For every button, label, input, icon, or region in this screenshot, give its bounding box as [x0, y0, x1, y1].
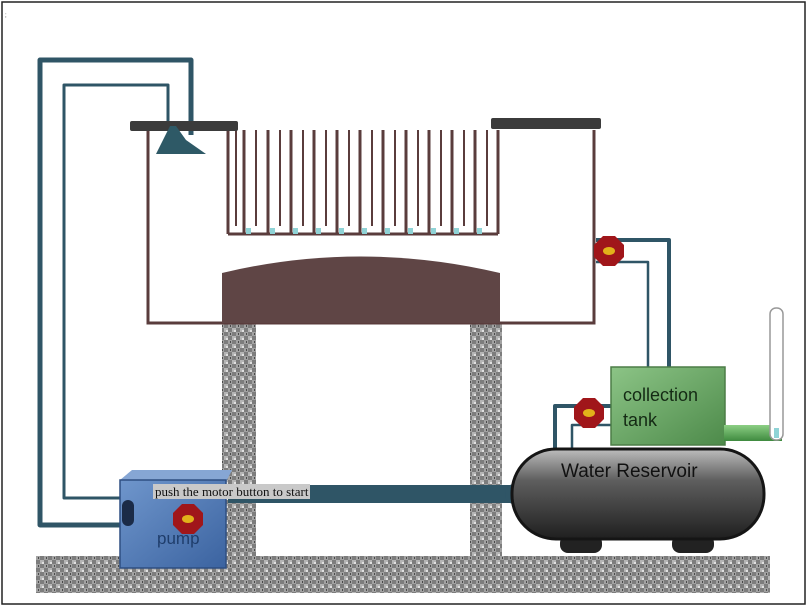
left-pillar	[222, 323, 256, 557]
sprinkler-icon	[156, 126, 206, 154]
pump-label: pump	[157, 529, 200, 548]
water-reservoir	[510, 447, 766, 553]
tank-outlet-pipe	[724, 425, 782, 441]
corner-mark: ;	[5, 13, 7, 19]
water-drips	[246, 228, 482, 234]
start-hint-text: push the motor button to start	[153, 484, 311, 499]
drain-valve-button[interactable]	[594, 236, 624, 266]
motor-button[interactable]	[173, 504, 203, 534]
water-reservoir-label: Water Reservoir	[561, 461, 698, 482]
collection-tank	[610, 366, 726, 446]
soil-mound	[222, 256, 500, 323]
collection-tank-label: collection tank	[623, 385, 699, 430]
valve-core	[603, 247, 615, 255]
thermometer-icon	[769, 307, 784, 441]
right-pillar	[470, 323, 502, 557]
valve-core	[583, 409, 595, 417]
right-roof-bar	[491, 118, 601, 129]
supply-pipe	[37, 57, 194, 528]
left-roof-bar	[130, 121, 238, 131]
tank-valve-button[interactable]	[574, 398, 604, 428]
valve-core	[182, 515, 194, 523]
